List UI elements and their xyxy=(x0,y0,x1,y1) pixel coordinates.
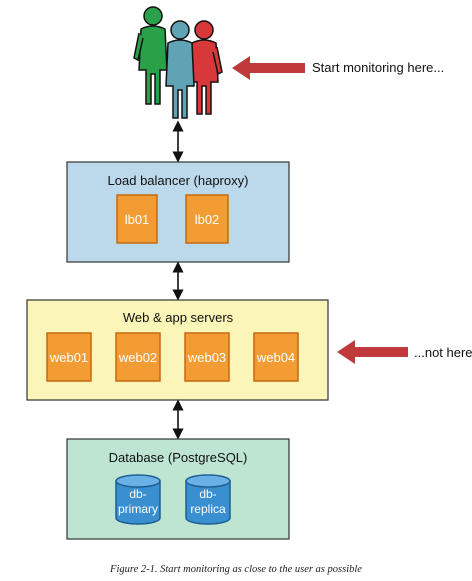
node-lb02 xyxy=(185,194,229,244)
db-primary-label-line2: primary xyxy=(118,502,158,516)
web-app-title: Web & app servers xyxy=(123,310,234,325)
db-replica-cylinder: db- replica xyxy=(185,474,231,525)
node-lb01 xyxy=(116,194,158,244)
user-figure-green xyxy=(133,6,168,105)
callout-arrow-top xyxy=(232,56,305,80)
node-web04-label: web04 xyxy=(256,350,295,365)
node-web02 xyxy=(115,332,161,382)
node-lb02-label: lb02 xyxy=(195,212,220,227)
db-replica-label-line1: db- xyxy=(199,487,216,501)
db-replica-label-line2: replica xyxy=(190,502,226,516)
node-web03 xyxy=(184,332,230,382)
user-figure-blue xyxy=(165,20,195,119)
node-web01 xyxy=(46,332,92,382)
load-balancer-title: Load balancer (haproxy) xyxy=(108,173,249,188)
node-web04 xyxy=(253,332,299,382)
node-web02-label: web02 xyxy=(118,350,157,365)
database-title: Database (PostgreSQL) xyxy=(109,450,248,465)
user-figure-red xyxy=(189,20,223,115)
callout-start-monitoring: Start monitoring here... xyxy=(312,60,444,75)
load-balancer-layer: Load balancer (haproxy) lb01 lb02 xyxy=(66,161,290,263)
web-app-layer: Web & app servers web01 web02 web03 web0… xyxy=(26,299,329,401)
group-of-users-icon xyxy=(133,6,223,119)
db-primary-cylinder: db- primary xyxy=(115,474,161,525)
database-box xyxy=(66,438,290,540)
figure-caption: Figure 2-1. Start monitoring as close to… xyxy=(109,564,362,575)
database-layer: Database (PostgreSQL) db- primary db- re… xyxy=(66,438,290,540)
node-web03-label: web03 xyxy=(187,350,226,365)
callout-not-here: ...not here. xyxy=(414,345,472,360)
callout-arrow-middle xyxy=(337,340,408,364)
node-lb01-label: lb01 xyxy=(125,212,150,227)
db-primary-label-line1: db- xyxy=(129,487,146,501)
node-web01-label: web01 xyxy=(49,350,88,365)
